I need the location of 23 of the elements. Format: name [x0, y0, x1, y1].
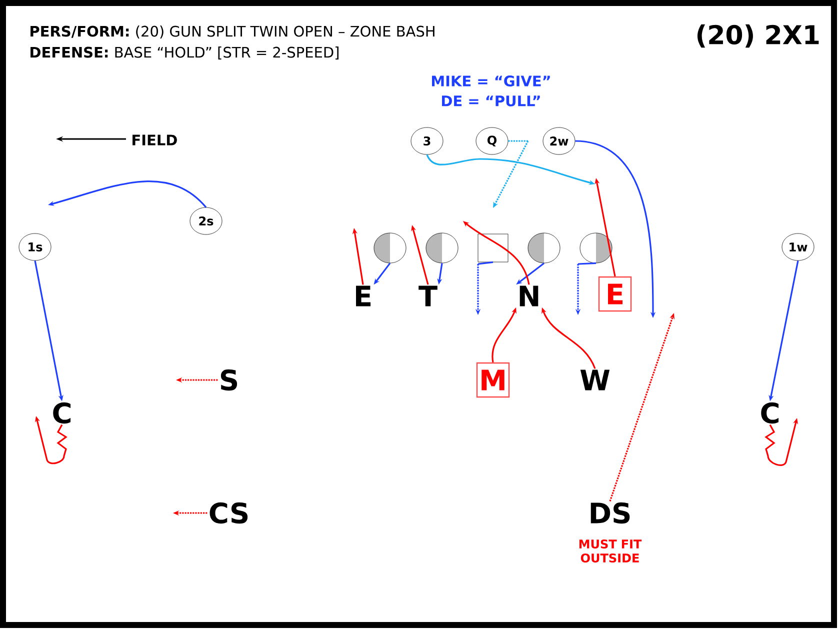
lineman-circle — [426, 232, 458, 264]
header-line: PERS/FORM: (20) GUN SPLIT TWIN OPEN – ZONE BASH — [30, 26, 434, 38]
defender-letter: DS — [590, 502, 630, 524]
defender-letter: E — [356, 286, 371, 306]
title-text: (20) 2X1 — [697, 24, 819, 48]
defender-letter: C — [53, 402, 70, 424]
note-text: MUST FIT OUTSIDE — [579, 539, 642, 563]
direction-label: FIELD — [132, 134, 177, 146]
lineman-circle — [528, 232, 560, 264]
boxed-defender-letter: E — [598, 276, 632, 312]
center-square — [478, 234, 508, 262]
header-line: DEFENSE: BASE “HOLD” [STR = 2-SPEED] — [30, 46, 338, 60]
defender-letter: S — [220, 369, 238, 391]
play-call: MIKE = “GIVE” — [432, 76, 550, 86]
play-call: DE = “PULL” — [442, 96, 540, 106]
defender-letter: W — [580, 370, 610, 390]
defender-letter: T — [418, 286, 438, 306]
defender-letter: N — [520, 286, 538, 306]
lineman-circle — [580, 232, 612, 264]
boxed-defender-letter: M — [476, 362, 510, 398]
defender-letter: C — [761, 402, 778, 424]
lineman-circle — [374, 232, 406, 264]
defender-letter: CS — [210, 502, 248, 524]
